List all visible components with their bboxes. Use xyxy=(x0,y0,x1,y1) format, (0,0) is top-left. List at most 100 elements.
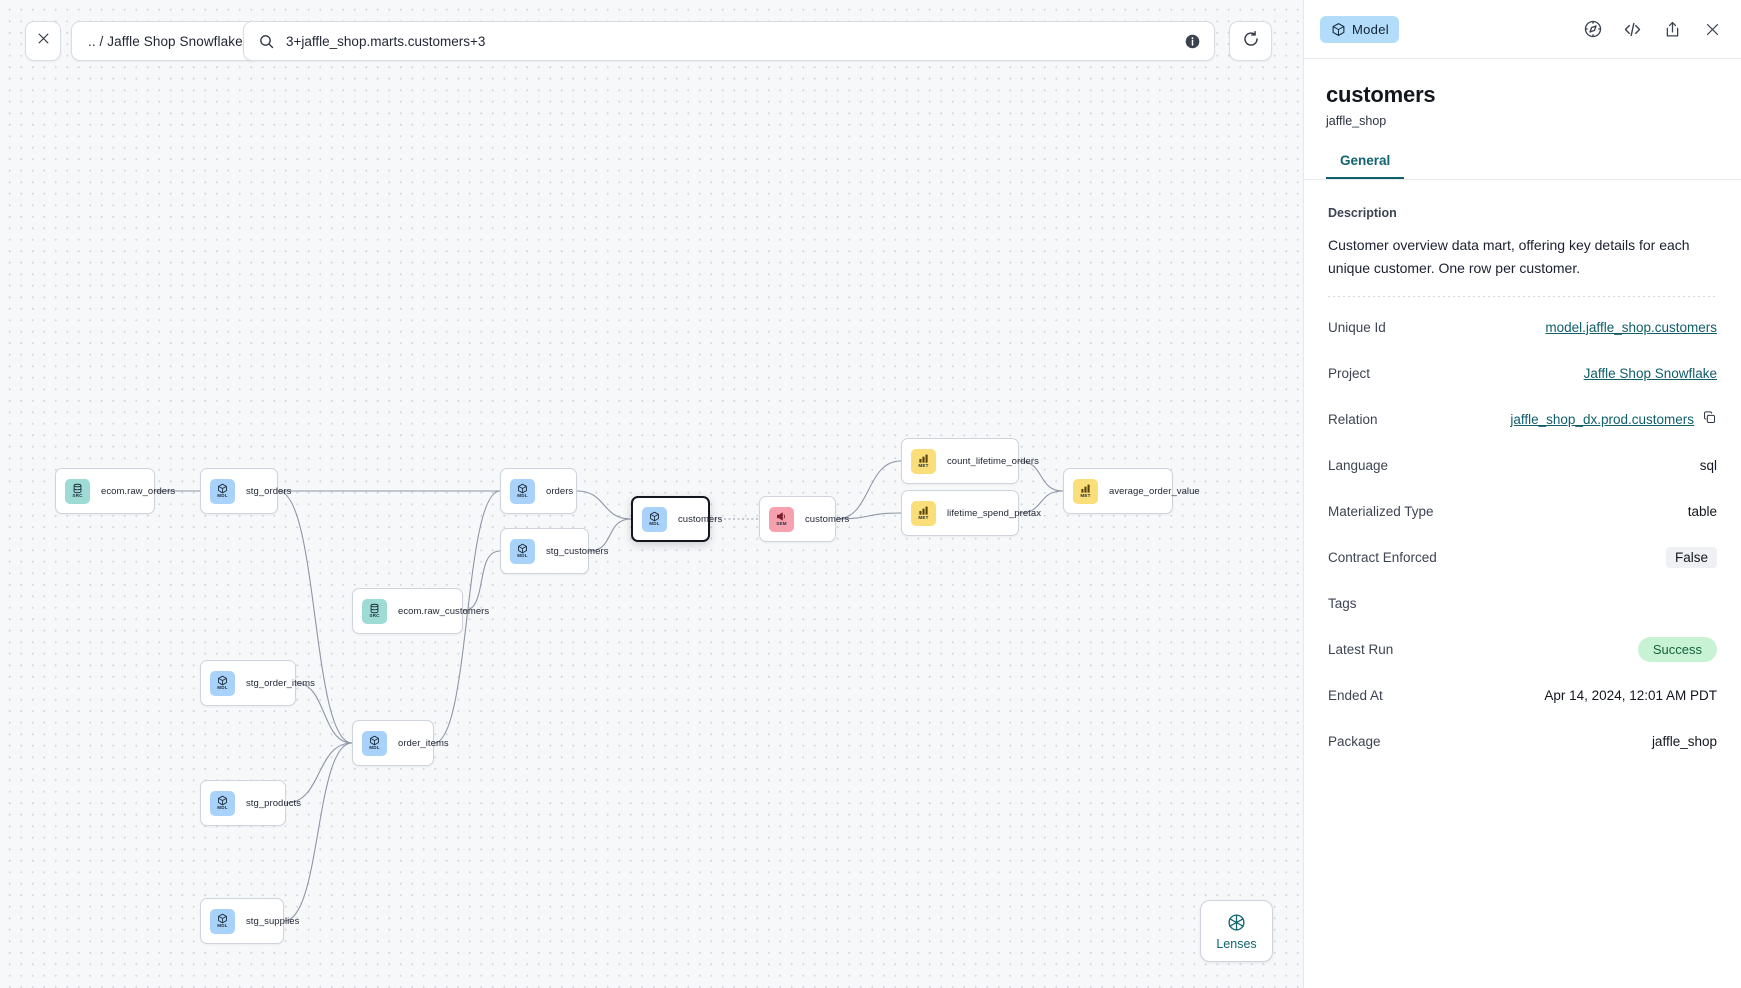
property-value: Success xyxy=(1637,636,1717,662)
divider xyxy=(1328,296,1717,298)
graph-node-count_lifetime_orders[interactable]: MET count_lifetime_orders xyxy=(901,438,1039,484)
search-input[interactable]: 3+jaffle_shop.marts.customers+3 xyxy=(243,21,1215,61)
property-key: Latest Run xyxy=(1328,641,1394,657)
graph-edge xyxy=(285,742,353,804)
graph-node-ecom_raw_customers[interactable]: SRC ecom.raw_customers xyxy=(352,588,489,634)
share-icon[interactable] xyxy=(1662,19,1683,40)
property-value: table xyxy=(1688,504,1717,519)
property-key: Project xyxy=(1328,365,1371,381)
src-type-icon: SRC xyxy=(362,598,387,624)
lenses-label: Lenses xyxy=(1216,936,1257,951)
property-row: Materialized Type table xyxy=(1328,495,1717,527)
graph-node-label: order_items xyxy=(398,737,449,749)
description-text: Customer overview data mart, offering ke… xyxy=(1328,237,1690,276)
property-value[interactable]: jaffle_shop_dx.prod.customers xyxy=(1510,410,1717,428)
node-type-label: Model xyxy=(1352,21,1389,37)
graph-node-label: lifetime_spend_pretax xyxy=(947,507,1041,519)
property-value[interactable]: Jaffle Shop Snowflake xyxy=(1584,366,1717,381)
close-icon[interactable] xyxy=(1702,19,1723,40)
tab-general[interactable]: General xyxy=(1326,153,1405,179)
src-type-icon: SRC xyxy=(65,478,90,504)
copy-icon[interactable] xyxy=(1702,410,1717,428)
property-text: sql xyxy=(1699,457,1717,473)
graph-node-label: count_lifetime_orders xyxy=(947,455,1039,467)
refresh-icon xyxy=(1242,30,1260,53)
property-row: Tags xyxy=(1328,587,1717,619)
graph-node-label: stg_supplies xyxy=(246,915,300,927)
graph-node-ecom_raw_orders[interactable]: SRC ecom.raw_orders xyxy=(55,468,175,514)
details-panel: Model xyxy=(1303,0,1741,988)
panel-body: Description Customer overview data mart,… xyxy=(1304,180,1741,988)
graph-node-order_items[interactable]: MDL order_items xyxy=(352,720,449,766)
breadcrumb-label: .. / Jaffle Shop Snowflake xyxy=(88,33,243,49)
property-value[interactable]: model.jaffle_shop.customers xyxy=(1545,320,1717,335)
property-key: Relation xyxy=(1328,411,1378,427)
sem-type-icon: SEM xyxy=(769,506,794,532)
mdl-type-icon: MDL xyxy=(642,506,667,532)
aperture-icon xyxy=(1226,912,1247,933)
property-key: Language xyxy=(1328,457,1389,473)
page-subtitle: jaffle_shop xyxy=(1326,114,1387,128)
search-value: 3+jaffle_shop.marts.customers+3 xyxy=(286,33,486,49)
property-row: Latest Run Success xyxy=(1328,633,1717,665)
mdl-type-icon: MDL xyxy=(510,538,535,564)
property-value: sql xyxy=(1700,458,1717,473)
mdl-type-icon: MDL xyxy=(362,730,387,756)
property-text[interactable]: model.jaffle_shop.customers xyxy=(1545,319,1717,335)
graph-node-stg_customers[interactable]: MDL stg_customers xyxy=(500,528,608,574)
met-type-icon: MET xyxy=(911,448,936,474)
graph-node-label: customers xyxy=(678,513,723,525)
status-badge: Success xyxy=(1637,636,1717,662)
met-type-icon: MET xyxy=(911,500,936,526)
panel-tabs: General xyxy=(1304,153,1741,180)
graph-edge xyxy=(295,682,353,744)
property-value: Apr 14, 2024, 12:01 AM PDT xyxy=(1544,688,1717,703)
graph-node-label: stg_products xyxy=(246,797,301,809)
status-badge: False xyxy=(1665,546,1717,568)
met-type-icon: MET xyxy=(1073,478,1098,504)
breadcrumb-button[interactable]: .. / Jaffle Shop Snowflake xyxy=(71,21,260,61)
graph-edge xyxy=(462,550,501,612)
graph-node-label: ecom.raw_orders xyxy=(101,485,176,497)
cube-icon xyxy=(1330,21,1346,37)
property-row: Language sql xyxy=(1328,449,1717,481)
property-row: Relation jaffle_shop_dx.prod.customers xyxy=(1328,403,1717,435)
property-key: Ended At xyxy=(1328,687,1383,703)
property-text[interactable]: Jaffle Shop Snowflake xyxy=(1583,365,1717,381)
graph-node-customers_semantic[interactable]: SEM customers xyxy=(759,496,849,542)
refresh-button[interactable] xyxy=(1229,21,1272,61)
compass-icon[interactable] xyxy=(1582,19,1603,40)
info-icon[interactable] xyxy=(1182,31,1202,51)
lenses-button[interactable]: Lenses xyxy=(1200,900,1273,962)
node-type-badge: Model xyxy=(1320,15,1399,43)
graph-edge xyxy=(835,460,902,520)
graph-node-label: stg_orders xyxy=(246,485,292,497)
property-key: Tags xyxy=(1328,595,1357,611)
property-value: False xyxy=(1665,546,1717,568)
property-link[interactable]: jaffle_shop_dx.prod.customers xyxy=(1510,411,1694,427)
graph-node-customers_model[interactable]: MDL customers xyxy=(631,496,722,542)
close-lineage-button[interactable] xyxy=(25,21,61,61)
property-text: Apr 14, 2024, 12:01 AM PDT xyxy=(1544,687,1717,703)
graph-node-lifetime_spend_pretax[interactable]: MET lifetime_spend_pretax xyxy=(901,490,1041,536)
description-label: Description xyxy=(1328,206,1397,220)
code-icon[interactable] xyxy=(1622,19,1643,40)
graph-node-label: stg_customers xyxy=(546,545,609,557)
graph-node-label: average_order_value xyxy=(1109,485,1200,497)
graph-node-label: ecom.raw_customers xyxy=(398,605,490,617)
page-title: customers xyxy=(1326,82,1436,107)
graph-node-average_order_value[interactable]: MET average_order_value xyxy=(1063,468,1200,514)
close-icon xyxy=(36,31,51,51)
property-key: Materialized Type xyxy=(1328,503,1434,519)
search-icon xyxy=(257,32,276,51)
graph-node-label: customers xyxy=(805,513,850,525)
